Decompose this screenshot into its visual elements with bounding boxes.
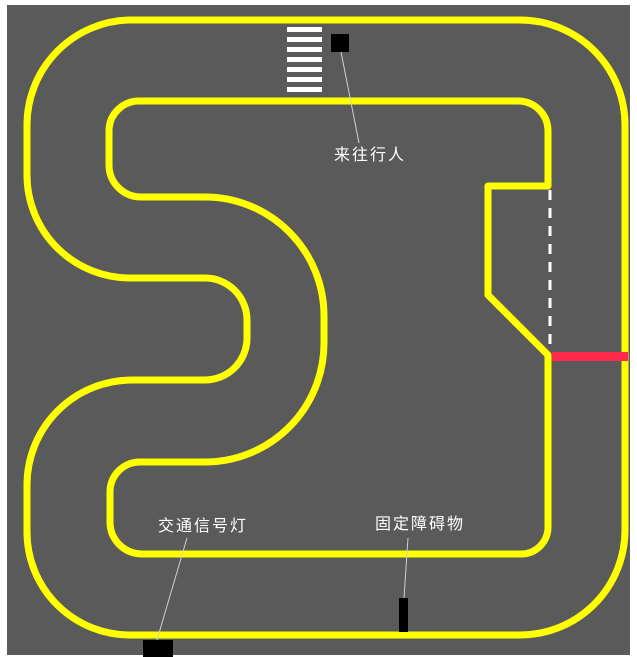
- pedestrian-leader-line: [340, 51, 360, 144]
- fixed-obstacle-label: 固定障碍物: [375, 514, 465, 533]
- traffic-light-leader-line: [156, 537, 188, 641]
- traffic-light-marker: [143, 640, 173, 657]
- outer-track-line: [23, 16, 629, 639]
- crosswalk: [287, 27, 322, 92]
- traffic-light-label: 交通信号灯: [158, 516, 248, 535]
- inner-track-line: [105, 97, 552, 558]
- fixed-obstacle-marker: [399, 598, 408, 632]
- pedestrian-label: 来往行人: [334, 145, 406, 164]
- pedestrian-marker: [331, 34, 349, 52]
- fixed-obstacle-leader-line: [403, 537, 409, 599]
- red-stop-line: [552, 352, 628, 361]
